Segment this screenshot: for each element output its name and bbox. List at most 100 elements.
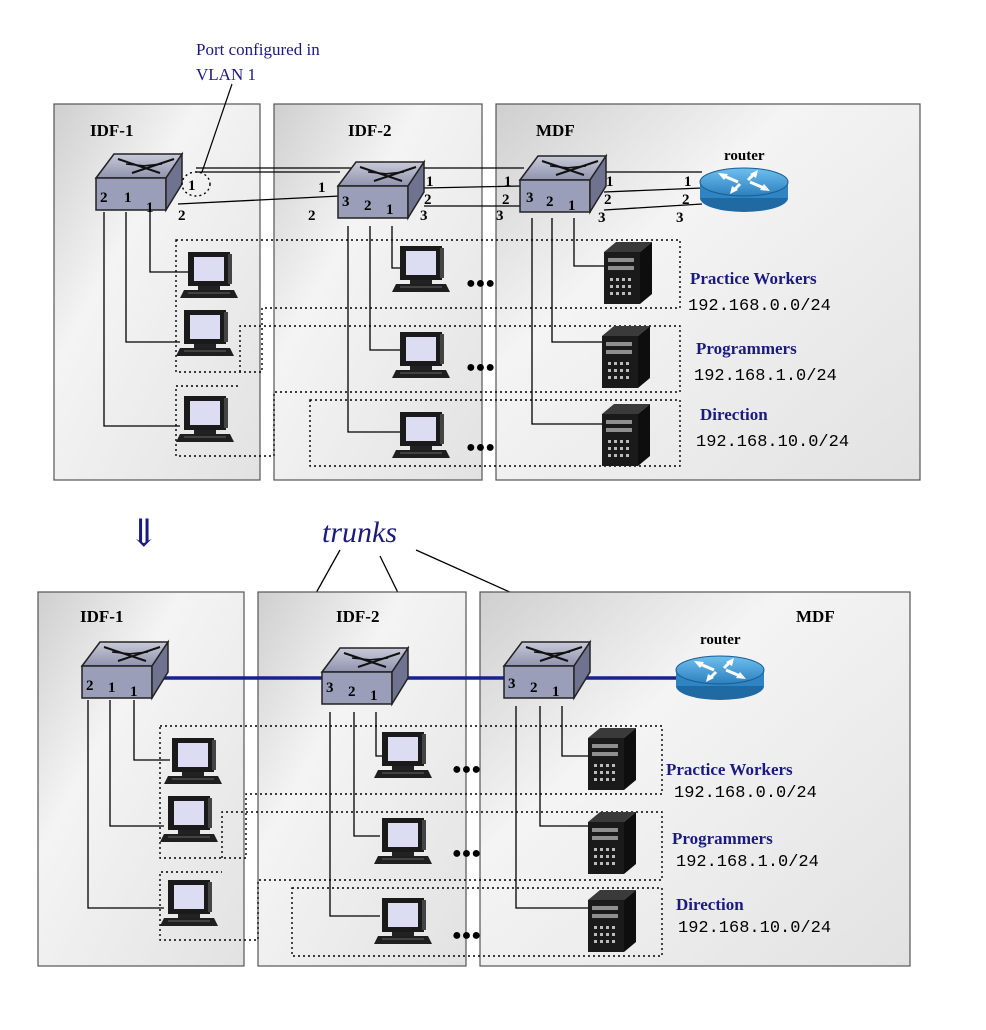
server-icon <box>602 404 650 466</box>
more-pcs-ellipsis: ●●● <box>452 927 481 944</box>
mdf-port: 2 <box>502 192 510 208</box>
bottom-port-numbers: 2 1 1 3 2 1 3 2 1 <box>86 676 560 704</box>
vlan-subnet: 192.168.1.0/24 <box>694 367 837 386</box>
idf1-switch-icon <box>81 641 169 699</box>
idf2-port: 2 <box>364 198 372 214</box>
pc-icon <box>163 737 223 785</box>
router-icon <box>674 654 766 702</box>
mdf-port: 3 <box>508 676 516 692</box>
vlan-name: Programmers <box>696 339 797 358</box>
server-icon <box>588 728 636 790</box>
vlan-subnet: 192.168.1.0/24 <box>676 853 819 872</box>
vlan1-port-highlight <box>181 171 211 197</box>
bottom-vlan-labels: Practice Workers 192.168.0.0/24 Programm… <box>666 760 831 938</box>
idf1-port: 1 <box>108 680 116 696</box>
idf1-port: 1 <box>124 190 132 206</box>
pc-icon <box>175 395 235 443</box>
vlan1-annotation: Port configured in VLAN 1 <box>196 40 320 173</box>
router-label: router <box>724 148 765 164</box>
pc-icon <box>391 331 451 379</box>
mdf-port: 2 <box>604 192 612 208</box>
router-port: 1 <box>684 174 692 190</box>
pc-icon <box>373 731 433 779</box>
trunks-label: trunks <box>322 516 397 549</box>
vlan-groups <box>159 725 663 957</box>
idf2-port: 1 <box>426 174 434 190</box>
mdf-port: 2 <box>530 680 538 696</box>
idf2-port: 3 <box>420 208 428 224</box>
top-port-numbers: 2 1 1 1 2 1 2 3 2 1 1 2 3 1 2 3 3 2 1 1 … <box>100 174 692 226</box>
mdf-port: 1 <box>606 174 614 190</box>
vlan-name: Practice Workers <box>666 760 793 779</box>
idf1-port: 1 <box>188 178 196 194</box>
top-vlan-labels: Practice Workers 192.168.0.0/24 Programm… <box>688 269 849 452</box>
pc-icon <box>159 795 219 843</box>
more-pcs-ellipsis: ●●● <box>466 275 495 292</box>
vlan-subnet: 192.168.0.0/24 <box>688 297 831 316</box>
vlan-subnet: 192.168.10.0/24 <box>678 919 831 938</box>
idf1-port: 2 <box>178 208 186 224</box>
mdf-port: 1 <box>504 174 512 190</box>
mdf-port: 1 <box>568 198 576 214</box>
mdf-port: 3 <box>598 210 606 226</box>
bottom-diagram: IDF-1 IDF-2 MDF router 2 <box>37 591 911 967</box>
idf2-port: 3 <box>342 194 350 210</box>
idf1-port: 1 <box>130 684 138 700</box>
server-icon <box>604 242 652 304</box>
idf1-port: 1 <box>146 200 154 216</box>
router-port: 3 <box>676 210 684 226</box>
idf1-switch-icon <box>95 153 183 211</box>
bottom-cables <box>87 700 588 917</box>
router-port: 2 <box>682 192 690 208</box>
idf2-port: 1 <box>386 202 394 218</box>
router-icon <box>698 166 790 214</box>
vlan-name: Direction <box>676 895 744 914</box>
vlan-name: Practice Workers <box>690 269 817 288</box>
mdf-port: 2 <box>546 194 554 210</box>
idf1-port: 2 <box>86 678 94 694</box>
more-pcs-ellipsis: ●●● <box>452 845 481 862</box>
more-pcs-ellipsis: ●●● <box>452 761 481 778</box>
idf2-panel <box>273 103 483 481</box>
annotation-line1: Port configured in <box>196 40 320 59</box>
mdf-port: 1 <box>552 684 560 700</box>
idf1-port: 2 <box>100 190 108 206</box>
pc-icon <box>179 251 239 299</box>
mdf-port: 3 <box>526 190 534 206</box>
vlan-name: Programmers <box>672 829 773 848</box>
pc-icon <box>391 245 451 293</box>
pc-icon <box>391 411 451 459</box>
more-pcs-ellipsis: ●●● <box>466 439 495 456</box>
pc-icon <box>373 817 433 865</box>
idf1-label: IDF-1 <box>90 121 133 140</box>
server-icon <box>588 812 636 874</box>
idf2-port: 1 <box>370 688 378 704</box>
idf2-port: 2 <box>308 208 316 224</box>
idf2-port: 1 <box>318 180 326 196</box>
router-label: router <box>700 632 741 648</box>
pc-icon <box>175 309 235 357</box>
transition-arrow-icon: ⇓ <box>128 513 160 555</box>
mdf-port: 3 <box>496 208 504 224</box>
idf2-switch-icon <box>321 647 409 705</box>
idf1-label: IDF-1 <box>80 607 123 626</box>
idf2-port: 2 <box>348 684 356 700</box>
pc-icon <box>159 879 219 927</box>
top-diagram: IDF-1 IDF-2 MDF <box>53 103 921 481</box>
more-pcs-ellipsis: ●●● <box>466 359 495 376</box>
vlan-subnet: 192.168.0.0/24 <box>674 784 817 803</box>
idf2-port: 2 <box>424 192 432 208</box>
idf2-switch-icon <box>337 161 425 219</box>
server-icon <box>588 890 636 952</box>
idf2-port: 3 <box>326 680 334 696</box>
mdf-switch-icon <box>503 641 591 699</box>
vlan-name: Direction <box>700 405 768 424</box>
pc-icon <box>373 897 433 945</box>
mdf-label: MDF <box>536 121 575 140</box>
mdf-label: MDF <box>796 607 835 626</box>
annotation-line2: VLAN 1 <box>196 65 256 84</box>
idf2-label: IDF-2 <box>348 121 391 140</box>
server-icon <box>602 326 650 388</box>
vlan-subnet: 192.168.10.0/24 <box>696 433 849 452</box>
